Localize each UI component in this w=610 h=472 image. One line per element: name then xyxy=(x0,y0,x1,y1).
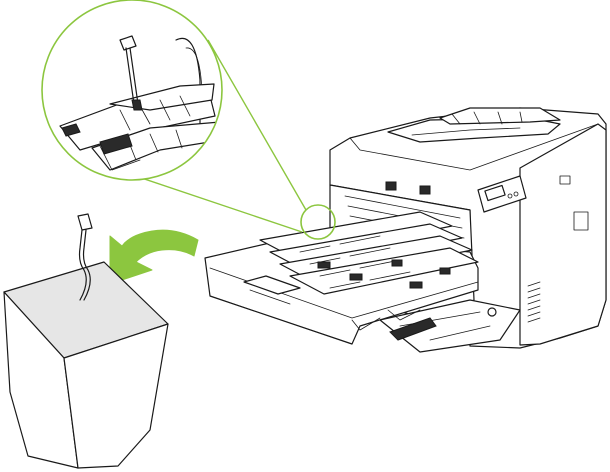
toner-drawer xyxy=(204,211,479,345)
side-vents xyxy=(527,175,589,323)
zoom-target-circle xyxy=(300,204,336,240)
callout-line-top xyxy=(207,39,307,211)
toner-cartridges xyxy=(259,211,479,295)
magnifier-callout xyxy=(41,0,336,240)
front-door xyxy=(379,299,521,353)
zoomed-detail xyxy=(42,0,222,180)
output-tray xyxy=(387,107,561,143)
waste-bin xyxy=(3,213,169,469)
control-panel xyxy=(477,175,527,213)
discarded-tool-icon xyxy=(77,213,93,301)
curved-arrow-icon xyxy=(109,229,199,285)
zoom-circle xyxy=(41,0,223,181)
power-button xyxy=(487,307,497,317)
cleaning-tool-icon xyxy=(119,35,143,111)
